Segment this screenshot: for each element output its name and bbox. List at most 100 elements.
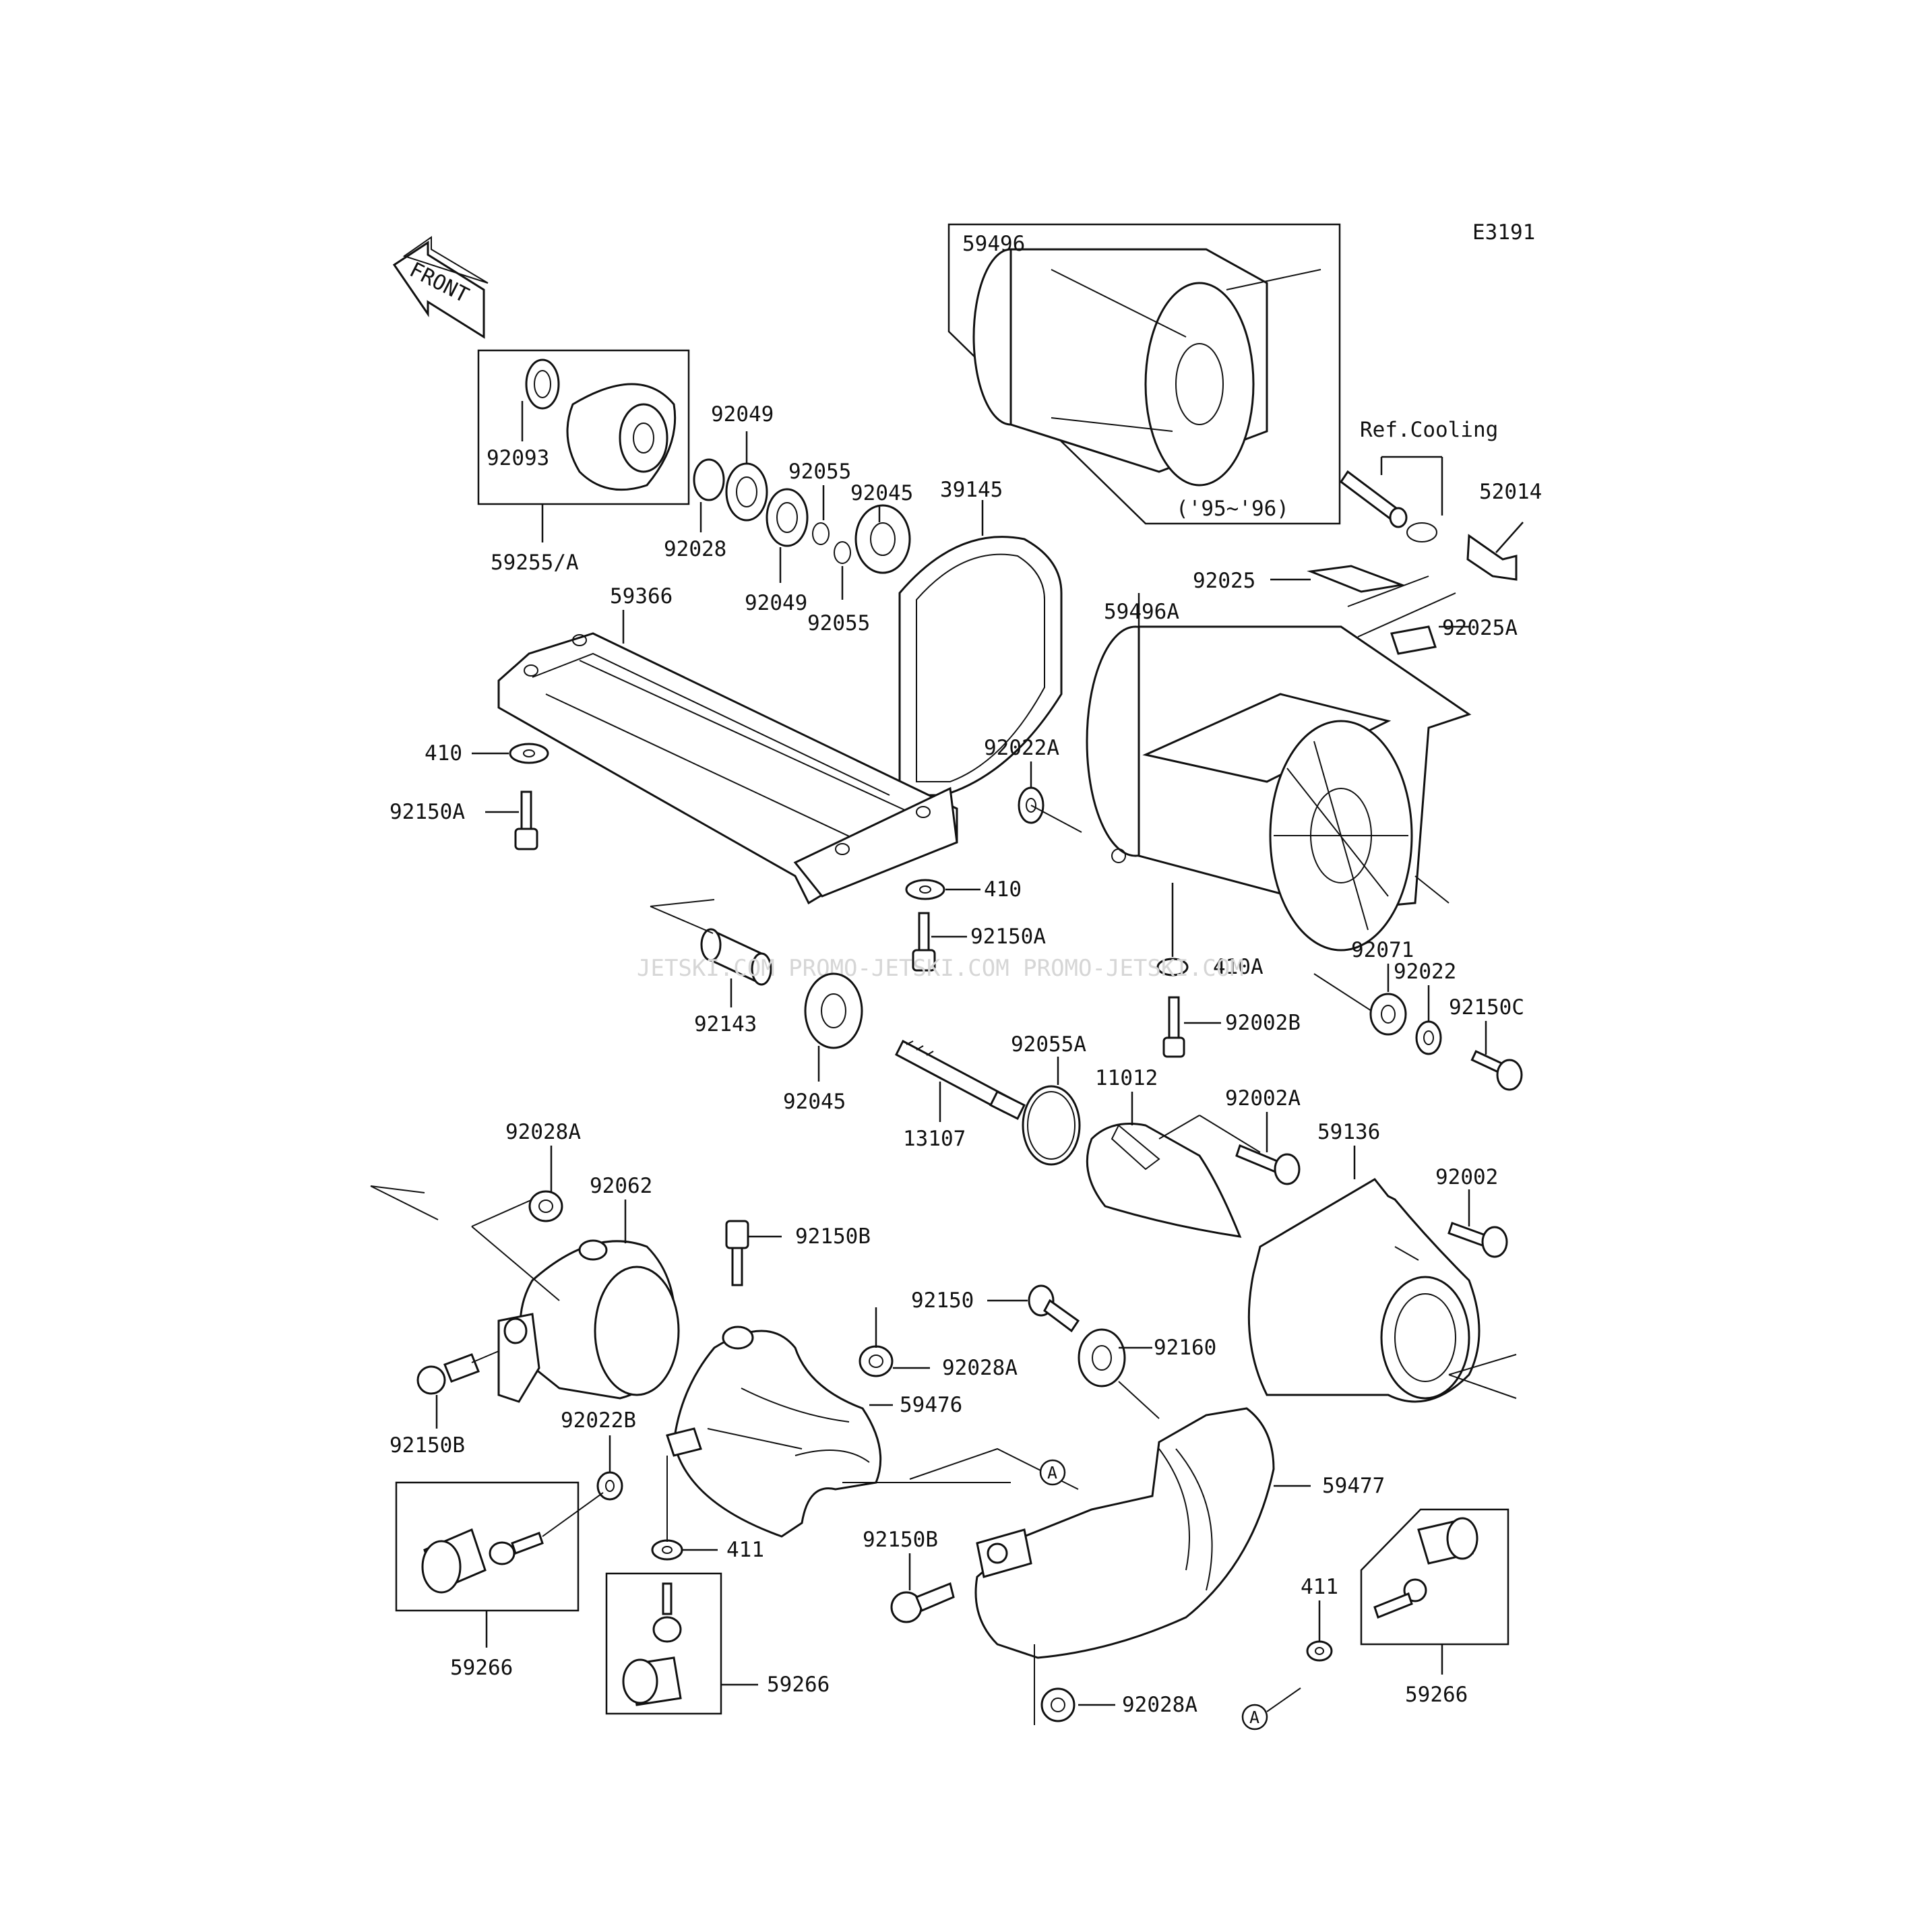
label-92071: 92071 bbox=[1351, 938, 1414, 962]
gasket-39145: 39145 bbox=[898, 478, 1063, 797]
label-92022: 92022 bbox=[1394, 960, 1456, 984]
fitting-52014: 52014 bbox=[1466, 480, 1542, 581]
bushing-92028A-upper: 92028A bbox=[370, 1120, 581, 1222]
cone-11012: 11012 bbox=[1086, 1066, 1261, 1238]
bushing-92028A-lower: 92028A bbox=[1034, 1644, 1197, 1725]
diagram-code: E3191 bbox=[1472, 220, 1535, 245]
label-92045-bottom: 92045 bbox=[783, 1090, 846, 1114]
label-92093: 92093 bbox=[487, 446, 549, 470]
label-59136: 59136 bbox=[1317, 1120, 1380, 1144]
label-92022B: 92022B bbox=[561, 1408, 636, 1433]
ball-joint-59266-left-box: 59266 bbox=[395, 1481, 604, 1680]
label-92150B-left: 92150B bbox=[389, 1433, 465, 1458]
washer-410-middle: 410 bbox=[905, 877, 1022, 902]
label-92143: 92143 bbox=[694, 1012, 757, 1036]
ball-joint-59266-right-box: 59266 bbox=[1360, 1508, 1509, 1707]
label-59366: 59366 bbox=[610, 584, 673, 609]
shaft-13107: 13107 bbox=[895, 1039, 1026, 1151]
label-92150A-left: 92150A bbox=[389, 800, 465, 824]
washer-92022B: 92022B bbox=[561, 1408, 636, 1501]
washer-410A: 410A bbox=[1156, 883, 1264, 979]
label-92049-top: 92049 bbox=[711, 402, 774, 427]
plates-92025: 92025 92025A bbox=[1193, 565, 1518, 655]
label-410A: 410A bbox=[1213, 955, 1264, 979]
label-92025A: 92025A bbox=[1442, 616, 1518, 640]
label-11012: 11012 bbox=[1095, 1066, 1158, 1090]
spacer-92160: 92160 bbox=[1078, 1328, 1216, 1419]
label-92055-top: 92055 bbox=[788, 460, 851, 484]
circle-marker-a-lower-text: A bbox=[1249, 1708, 1259, 1727]
washer-92022A: 92022A bbox=[984, 736, 1082, 833]
year-note: ('95~'96) bbox=[1176, 497, 1289, 521]
steering-nozzle-92062: 92062 bbox=[471, 1174, 680, 1403]
label-59496A: 59496A bbox=[1104, 600, 1179, 624]
label-411-left: 411 bbox=[726, 1538, 764, 1562]
label-59266-right: 59266 bbox=[1405, 1683, 1468, 1707]
label-92045-top: 92045 bbox=[850, 481, 913, 505]
washer-411-left: 411 bbox=[651, 1456, 764, 1562]
bolt-92002B: 92002B bbox=[1162, 996, 1301, 1058]
washer-410-left: 410 bbox=[425, 741, 549, 766]
label-92062: 92062 bbox=[590, 1174, 652, 1198]
label-92002B: 92002B bbox=[1225, 1011, 1301, 1035]
watermark: JETSKI.COM PROMO-JETSKI.COM PROMO-JETSKI… bbox=[637, 955, 1244, 982]
circle-marker-a-upper-text: A bbox=[1047, 1463, 1057, 1483]
nozzle-59136: 59136 bbox=[1247, 1120, 1517, 1403]
label-92150A-middle: 92150A bbox=[970, 925, 1046, 949]
bolt-92002A: 92002A bbox=[1225, 1086, 1301, 1185]
reverse-bucket-59476: 59476 bbox=[666, 1326, 962, 1538]
front-arrow-icon: FRONT bbox=[392, 236, 489, 339]
ball-joint-59266-middle-box: 59266 bbox=[605, 1572, 830, 1715]
bolt-92002: 92002 bbox=[1435, 1165, 1508, 1258]
bushing-92028A-middle: 92028A bbox=[859, 1307, 1018, 1380]
label-59266-middle: 59266 bbox=[767, 1673, 830, 1697]
label-92055A: 92055A bbox=[1011, 1032, 1086, 1057]
label-52014: 52014 bbox=[1479, 480, 1542, 504]
label-59255A: 59255/A bbox=[491, 551, 579, 575]
label-59496: 59496 bbox=[962, 232, 1025, 256]
label-92022A: 92022A bbox=[984, 736, 1059, 760]
label-13107: 13107 bbox=[903, 1127, 966, 1151]
oring-92055A: 92055A bbox=[1011, 1032, 1086, 1166]
bolt-92150B-lower: 92150B bbox=[863, 1528, 955, 1623]
label-59476: 59476 bbox=[900, 1393, 962, 1417]
label-92002: 92002 bbox=[1435, 1165, 1498, 1189]
label-410-middle: 410 bbox=[984, 877, 1022, 902]
spacer-group-right: 92071 92022 92150C bbox=[1313, 938, 1524, 1091]
sleeve-92143: 92143 bbox=[650, 899, 772, 1036]
pump-housing-59496A: 59496A bbox=[1086, 593, 1472, 952]
label-92028: 92028 bbox=[664, 537, 726, 561]
label-92028A-upper: 92028A bbox=[505, 1120, 581, 1144]
bolt-92150A-left: 92150A bbox=[389, 790, 538, 850]
label-92150B-lower: 92150B bbox=[863, 1528, 938, 1552]
pump-cover-59366: 59366 bbox=[497, 584, 958, 905]
label-92028A-middle: 92028A bbox=[942, 1356, 1018, 1380]
washer-411-right: 411 bbox=[1301, 1575, 1338, 1662]
label-411-right: 411 bbox=[1301, 1575, 1338, 1599]
bolt-92150A-middle: 92150A bbox=[912, 912, 1046, 972]
bearing-92045-lower: 92045 bbox=[783, 972, 863, 1114]
label-92049-bottom: 92049 bbox=[745, 591, 807, 615]
label-410-left: 410 bbox=[425, 741, 462, 766]
ref-cooling-label: Ref.Cooling bbox=[1360, 418, 1498, 442]
pump-housing-59496-box: 59496 ('95~'96) bbox=[947, 223, 1341, 525]
label-39145: 39145 bbox=[940, 478, 1003, 502]
circle-marker-a-lower: A bbox=[1241, 1687, 1301, 1731]
label-92150: 92150 bbox=[911, 1288, 974, 1313]
label-92150C: 92150C bbox=[1449, 995, 1524, 1020]
bolt-92150B-left: 92150B bbox=[389, 1350, 499, 1458]
label-59477: 59477 bbox=[1322, 1474, 1385, 1498]
cooling-hose: Ref.Cooling bbox=[1339, 418, 1498, 542]
label-92025: 92025 bbox=[1193, 569, 1255, 593]
impeller-59255A-box: 92093 59255/A bbox=[477, 349, 690, 575]
label-92055-bottom: 92055 bbox=[807, 611, 870, 635]
seal-stack: 92028 92049 92049 92055 92055 92045 bbox=[664, 402, 913, 635]
label-92160: 92160 bbox=[1154, 1336, 1216, 1360]
circle-marker-a-upper: A bbox=[1039, 1459, 1066, 1486]
label-92028A-lower: 92028A bbox=[1122, 1693, 1197, 1717]
bolt-92150: 92150 bbox=[911, 1284, 1080, 1333]
label-92150B-top: 92150B bbox=[795, 1224, 871, 1249]
label-92002A: 92002A bbox=[1225, 1086, 1301, 1111]
bolt-92150B-top: 92150B bbox=[725, 1220, 871, 1286]
